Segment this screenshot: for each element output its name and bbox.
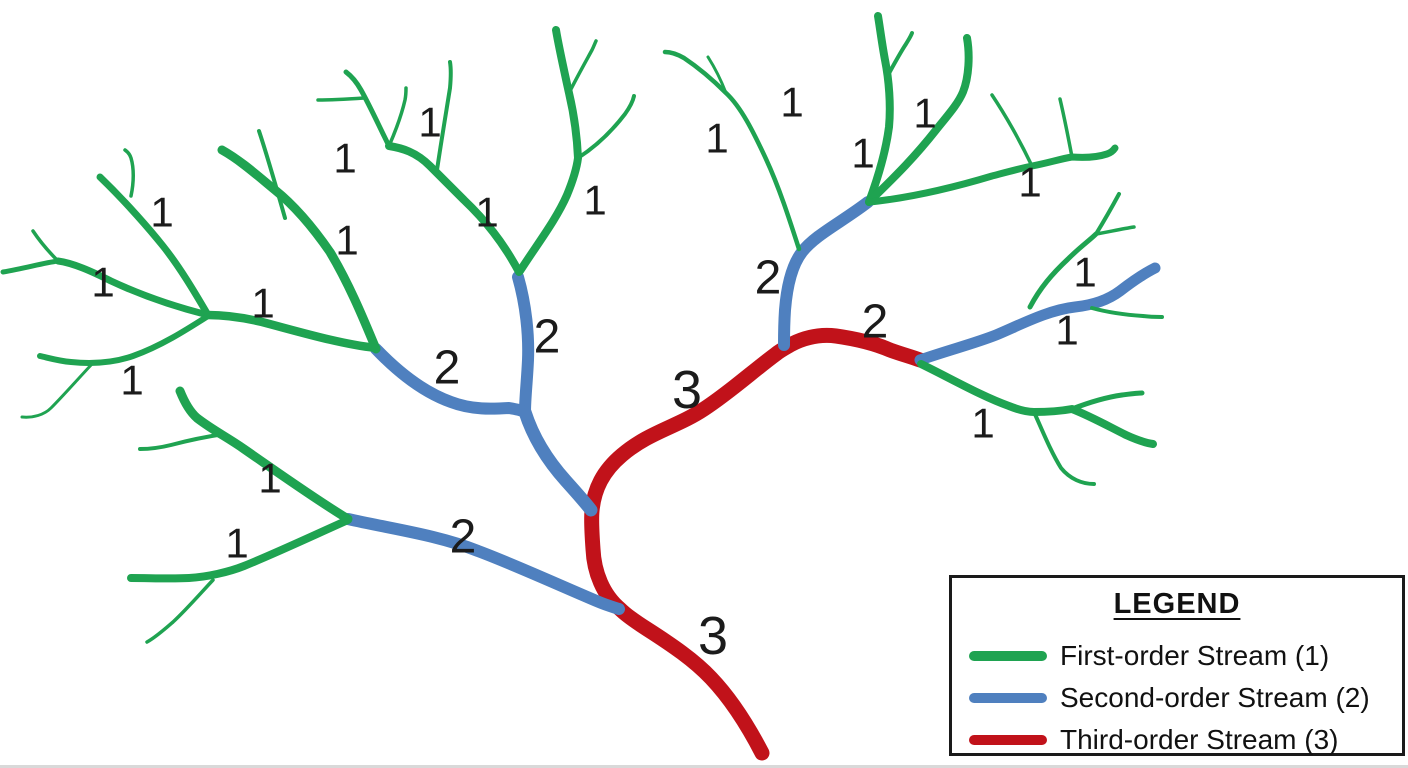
first-order-top-a [865,12,894,206]
stream-order-label-1: 1 [225,520,248,567]
second-order-right [914,262,1161,366]
second-order-left-b [512,271,535,418]
first-order-fl-left [54,257,212,319]
first-order-top-c-twig [706,55,728,95]
first-order-mid-right-twig1 [576,94,636,160]
stream-order-label-1: 1 [258,455,281,502]
stream-order-label-1: 1 [583,177,606,224]
legend-row-third-order: Third-order Stream (3) [952,719,1402,761]
first-order-mid-left-vtwig [435,60,453,172]
first-order-fl-left-twig [31,229,60,263]
legend-title: LEGEND [1113,588,1241,620]
first-order-ll-upper [175,386,353,524]
second-order-lower-left [342,513,625,615]
stream-order-label-1: 1 [851,130,874,177]
first-order-top-b [865,34,973,206]
first-order-mid-left-armR [387,86,408,148]
legend-items: First-order Stream (1) Second-order Stre… [952,635,1402,761]
first-order-mid-right-twig2 [567,39,598,95]
legend-row-second-order: Second-order Stream (2) [952,677,1402,719]
first-order-mid-left [385,142,523,276]
third-order-label: Third-order Stream (3) [1060,724,1339,755]
first-order-top-c [662,49,802,252]
first-order-fl-down [37,313,211,366]
first-order-left-horizontal [203,310,381,353]
first-order-ll-lower [127,516,352,583]
first-order-right-prong-tipA [1094,192,1121,236]
stream-order-label-3: 3 [672,360,702,420]
first-order-lower-right-twig2 [1069,390,1145,412]
first-order-lower-right [917,360,1157,448]
first-order-mid-right [516,26,582,275]
stream-order-label-1: 1 [120,357,143,404]
first-order-ll-upper-twig [138,432,226,451]
first-order-right-long-twig1 [990,93,1034,168]
stream-order-label-1: 1 [1018,159,1041,206]
legend-box: LEGEND First-order Stream (1) Second-ord… [949,575,1405,756]
first-order-fl-left-tip [0,258,61,275]
stream-order-label-2: 2 [450,511,477,564]
stream-order-label-1: 1 [333,135,356,182]
stream-order-label-1: 1 [150,189,173,236]
stream-order-label-1: 1 [335,217,358,264]
stream-order-label-1: 1 [251,280,274,327]
second-order-left-a [370,343,531,418]
first-order-top-a-twig [885,31,914,79]
stream-order-label-1: 1 [971,400,994,447]
first-order-left-stem [217,145,381,354]
first-order-mid-left-armL-twig [316,96,366,102]
stream-order-label-2: 2 [862,296,889,349]
first-order-left-stem-twig [257,129,287,220]
stream-order-label-1: 1 [91,259,114,306]
stream-order-label-1: 1 [1073,249,1096,296]
stream-order-label-1: 1 [780,79,803,126]
image-bottom-edge [0,765,1408,768]
stream-order-label-1: 1 [1055,307,1078,354]
stream-order-label-1: 1 [475,189,498,236]
first-order-swatch [969,651,1047,661]
stream-order-label-1: 1 [418,99,441,146]
second-order-swatch [969,693,1047,703]
first-order-mid-left-armL [343,69,392,149]
first-order-fl-down-twig [20,362,94,419]
second-order-left-combined [518,405,598,517]
second-order-top [778,196,874,351]
stream-order-label-2: 2 [434,342,461,395]
stream-order-label-2: 2 [534,311,561,364]
stream-order-label-2: 2 [755,252,782,305]
first-order-ll-lower-twig [145,578,215,644]
first-order-right-long [866,144,1119,206]
first-order-fl-up [96,173,212,319]
stream-order-label-1: 1 [913,90,936,137]
first-order-fl-up-twig [123,148,135,198]
legend-row-first-order: First-order Stream (1) [952,635,1402,677]
second-order-label: Second-order Stream (2) [1060,682,1370,713]
first-order-right-prong [1027,231,1099,310]
third-order-trunk [584,327,928,761]
stream-order-label-3: 3 [698,606,728,666]
third-order-swatch [969,735,1047,745]
first-order-right-under-twig [1090,306,1164,319]
first-order-right-long-twig2 [1058,97,1074,159]
first-order-lower-right-twig1 [1032,410,1096,486]
first-order-right-prong-tipB [1094,225,1136,236]
first-order-label: First-order Stream (1) [1060,640,1330,671]
stream-order-label-1: 1 [705,115,728,162]
